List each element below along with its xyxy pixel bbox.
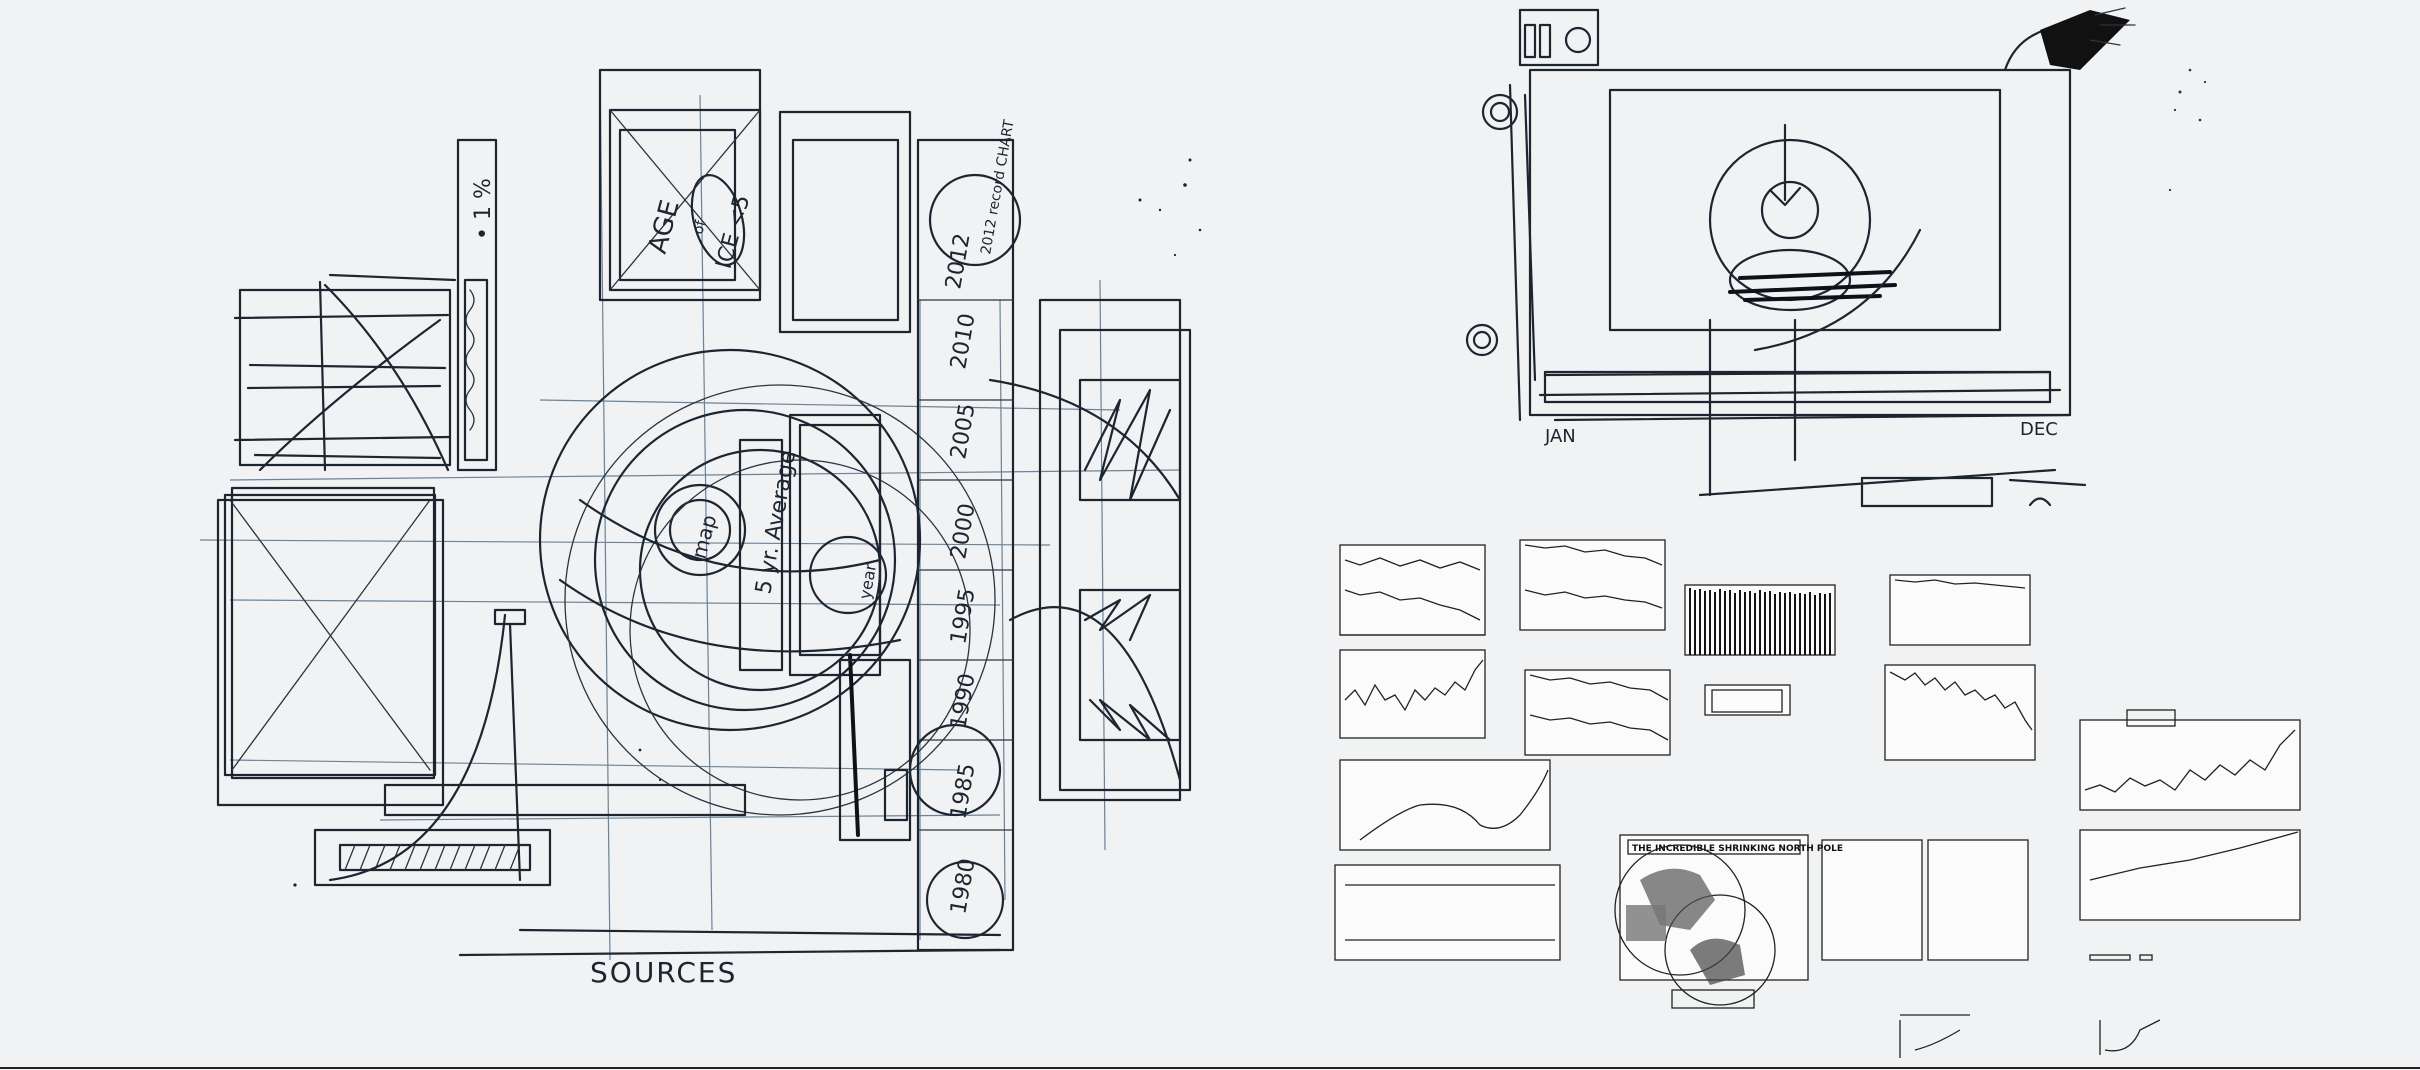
label-percent: • 1 % — [471, 178, 496, 240]
mini-chart-9 — [1340, 760, 1550, 850]
year-1990: 1990 — [946, 672, 980, 731]
mini-legend-2 — [2140, 955, 2152, 960]
mini-chart-bottom-1 — [1900, 1015, 1970, 1058]
dense-bars — [1690, 588, 1830, 655]
label-age: AGE — [643, 197, 686, 257]
sketch-guide-lines — [200, 70, 1180, 960]
label-sources: SOURCES — [590, 956, 737, 989]
year-2012: 2012 — [941, 232, 975, 291]
mini-chart-1 — [1340, 545, 1485, 635]
wedge-chart-sketch — [315, 610, 745, 885]
mini-chart-8 — [1885, 665, 2035, 760]
scribble-column-sketch — [990, 300, 1190, 800]
percent-slider-sketch: • 1 % — [458, 140, 496, 470]
image-placeholder-left — [218, 488, 443, 805]
year-2000: 2000 — [946, 502, 980, 561]
label-jan: JAN — [1544, 426, 1576, 447]
small-marker — [885, 770, 907, 820]
mini-chart-2 — [1520, 540, 1665, 630]
mini-legend — [2090, 955, 2130, 960]
bar-chart-sketch — [235, 275, 455, 470]
label-map: map — [687, 512, 722, 561]
mini-chart-7 — [1705, 685, 1790, 715]
mini-chart-11 — [2080, 710, 2300, 810]
printed-charts — [1335, 540, 2300, 1058]
mini-chart-4 — [1890, 575, 2030, 645]
empty-panel-b — [1928, 840, 2028, 960]
year-1995: 1995 — [946, 587, 980, 646]
left-sketch: • 1 % AGE of ICE <5 — [200, 70, 1201, 989]
label-dec: DEC — [2020, 419, 2058, 440]
shrinking-north-pole-poster: THE INCREDIBLE SHRINKING NORTH POLE — [1615, 835, 1843, 1008]
label-five-year-average: 5 yr. Average — [751, 449, 801, 597]
label-record-chart: 2012 record CHART — [978, 118, 1018, 256]
ice-age-box-sketch: AGE of ICE <5 — [600, 70, 910, 332]
year-2010: 2010 — [946, 312, 980, 371]
mini-chart-bars — [1685, 585, 1835, 655]
mini-chart-12 — [2080, 830, 2300, 920]
mini-chart-bottom-2 — [2100, 1020, 2160, 1055]
mini-chart-5 — [1340, 650, 1485, 738]
year-2005: 2005 — [946, 402, 980, 461]
ink-specks-right — [2169, 69, 2206, 191]
label-ice: ICE <5 — [712, 192, 756, 271]
empty-panel-a — [1822, 840, 1922, 960]
year-timeline: 2012 record CHART 2012 2010 2005 2000 19… — [910, 118, 1020, 950]
mini-chart-10 — [1335, 865, 1560, 960]
monitor-sketch: JAN DEC — [1467, 8, 2206, 506]
mini-chart-6 — [1525, 670, 1670, 755]
label-of: of — [690, 218, 709, 236]
poster-title: THE INCREDIBLE SHRINKING NORTH POLE — [1632, 844, 1843, 854]
